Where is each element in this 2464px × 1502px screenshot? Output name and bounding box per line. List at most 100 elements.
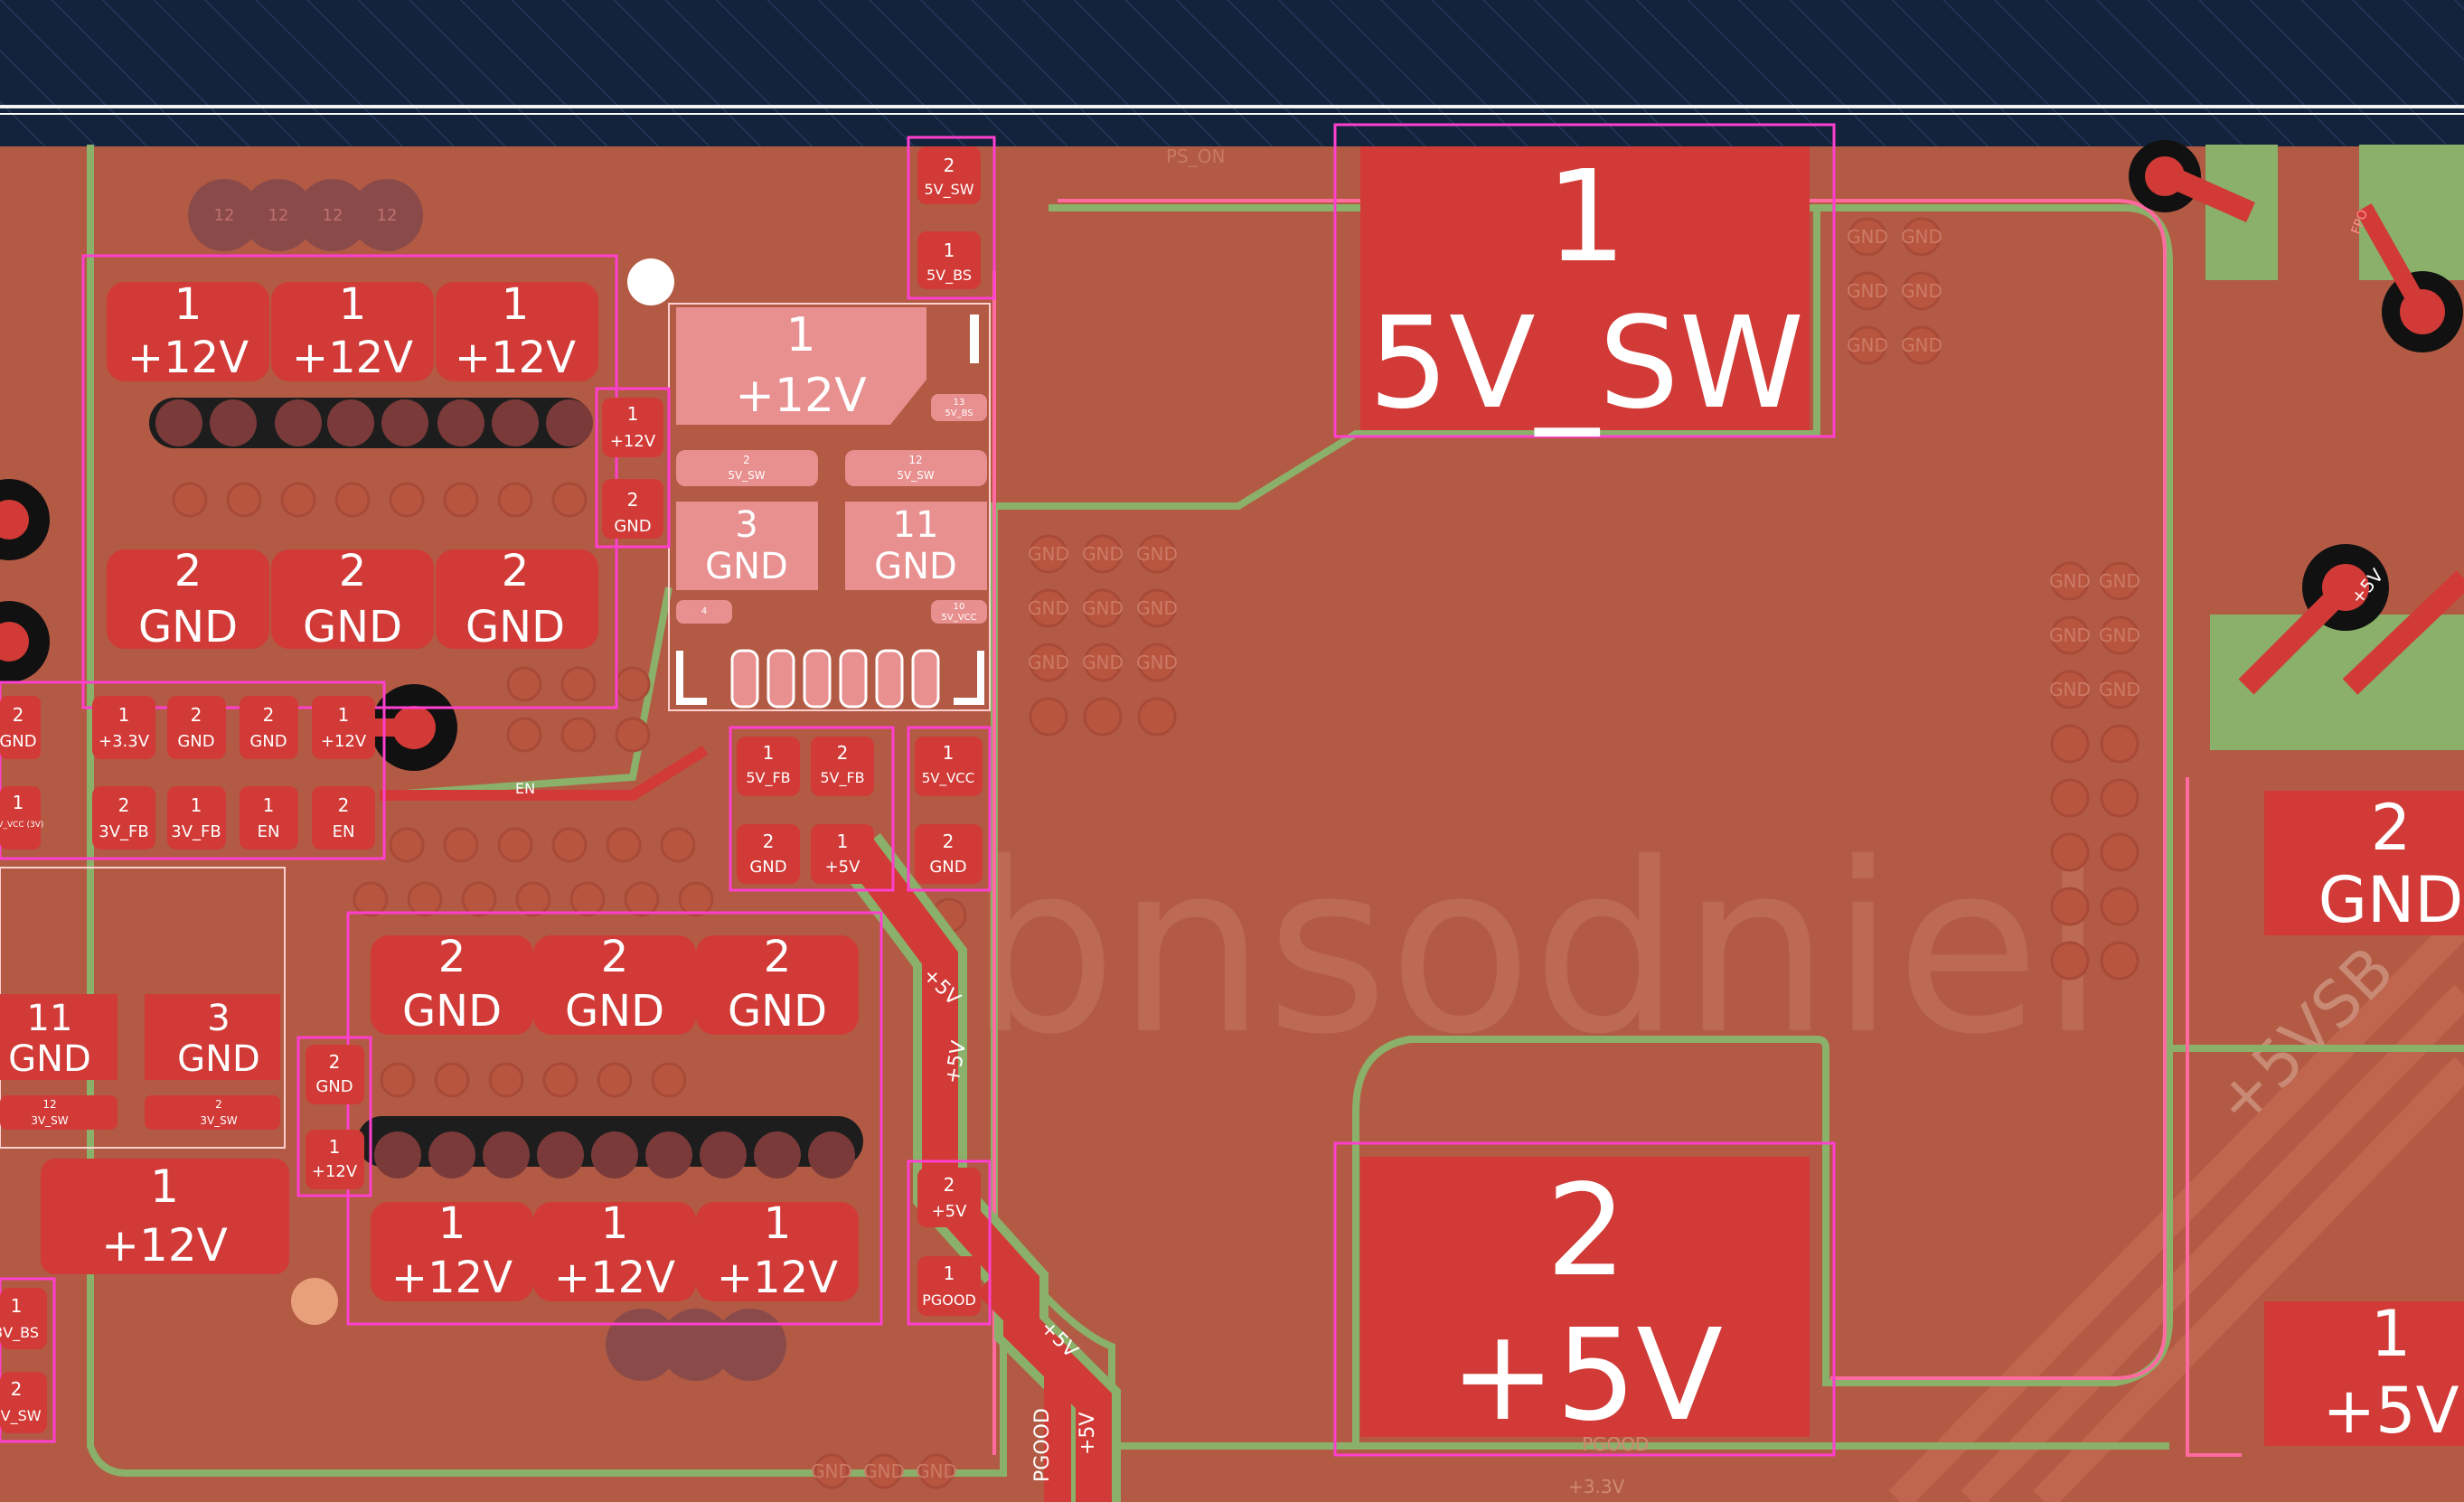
pad-bottom-12v-b[interactable]: 1 +12V	[533, 1198, 696, 1303]
svg-text:GND: GND	[1082, 597, 1124, 619]
pad-left-3vsw[interactable]: 2 3V_SW	[0, 1372, 47, 1433]
pad-vcc-1[interactable]: 1 5V_VCC	[915, 737, 983, 796]
pad-left-12-3vsw[interactable]: 12 3V_SW	[0, 1095, 118, 1130]
svg-text:11: 11	[893, 504, 939, 546]
pad-left-3vfb-1[interactable]: 1 3V_FB	[167, 786, 226, 850]
svg-text:1: 1	[339, 279, 367, 330]
gnd-via-grid	[172, 217, 2140, 1489]
pad-left-gnd-edge[interactable]: 2 GND	[0, 696, 41, 759]
svg-text:PS_ON: PS_ON	[1166, 146, 1225, 167]
svg-text:10: 10	[954, 602, 965, 612]
svg-text:+12V: +12V	[391, 1253, 513, 1303]
pad-row-bottom-gnd: 2 GND 2 GND 2 GND	[371, 932, 859, 1037]
svg-text:5V_BS: 5V_BS	[926, 267, 972, 285]
pad-bs-1[interactable]: 1 5V_BS	[917, 231, 981, 289]
svg-text:1: 1	[150, 1160, 179, 1213]
pad-mid-gnd-c[interactable]: 2 GND	[436, 546, 598, 652]
svg-text:GND: GND	[1082, 652, 1124, 673]
pad-left-en-1[interactable]: 1 EN	[240, 786, 298, 850]
pad-bottom-gnd-b[interactable]: 2 GND	[533, 932, 696, 1037]
pad-left-12v-big[interactable]: 1 +12V	[41, 1159, 289, 1274]
svg-text:GND: GND	[1847, 334, 1888, 356]
svg-text:GND: GND	[916, 1460, 957, 1482]
pad-left-3vbs[interactable]: 1 3V_BS	[0, 1288, 47, 1349]
svg-text:GND: GND	[1136, 597, 1178, 619]
svg-text:GND: GND	[303, 602, 402, 652]
svg-text:EN: EN	[515, 780, 535, 797]
svg-text:5V_BS: 5V_BS	[945, 408, 973, 418]
pad-bottom-gnd-c[interactable]: 2 GND	[696, 932, 859, 1037]
pad-mid-gnd-a[interactable]: 2 GND	[107, 546, 269, 652]
pad-row-top-12v: 1 +12V 1 +12V 1 +12V	[107, 279, 598, 383]
pad-left-vcc[interactable]: 1 3V_VCC (3V)	[0, 786, 43, 850]
pad-row-mid-gnd: 2 GND 2 GND 2 GND	[107, 546, 598, 652]
right-pad-plus5v[interactable]: 1 +5V	[2264, 1297, 2464, 1448]
right-pad-gnd[interactable]: 2 GND	[2264, 791, 2464, 937]
svg-text:2: 2	[329, 1051, 341, 1073]
pad-fb-5v[interactable]: 1 +5V	[811, 824, 874, 884]
pad-left-3vfb-2[interactable]: 2 3V_FB	[92, 786, 155, 850]
svg-text:1: 1	[191, 794, 202, 816]
pad-left-en-2[interactable]: 2 EN	[312, 786, 375, 850]
pad-left-2-3vsw[interactable]: 2 3V_SW	[145, 1095, 280, 1130]
pad-left-gnd-3[interactable]: 2 GND	[240, 696, 298, 759]
svg-text:GND: GND	[728, 986, 827, 1037]
svg-text:1: 1	[785, 308, 815, 362]
pad-left-3-gnd[interactable]: 3 GND	[145, 994, 280, 1080]
pad-vcc-gnd[interactable]: 2 GND	[915, 824, 983, 884]
pad-bottom-12v-a[interactable]: 1 +12V	[371, 1198, 533, 1303]
svg-text:3V_SW: 3V_SW	[0, 1407, 42, 1425]
svg-text:GND: GND	[1847, 226, 1888, 248]
svg-text:12: 12	[42, 1098, 56, 1111]
pad-left-3v3[interactable]: 1 +3.3V	[92, 696, 155, 759]
pad-fb-2[interactable]: 2 5V_FB	[811, 737, 874, 796]
svg-text:GND: GND	[614, 517, 651, 536]
pad-left-gnd-mid[interactable]: 2 GND 1 +12V	[296, 1036, 372, 1197]
big-pad-5v-sw[interactable]: 1 5V_SW	[1333, 123, 1836, 438]
pad-bs-2[interactable]: 2 5V_SW	[917, 146, 981, 204]
svg-text:12: 12	[908, 454, 922, 466]
pad-bottom-12v-c[interactable]: 1 +12V	[696, 1198, 859, 1303]
svg-text:GND: GND	[1136, 652, 1178, 673]
pad-fb-1[interactable]: 1 5V_FB	[737, 737, 800, 796]
pad-cap-gnd[interactable]: 2 GND	[602, 479, 663, 539]
pad-left-12v-small[interactable]: 1 +12V	[312, 696, 375, 759]
pad-top-12v-b[interactable]: 1 +12V	[271, 279, 434, 383]
pad-left-gnd-2[interactable]: 2 GND	[167, 696, 226, 759]
regulator-ic[interactable]: 1 +12V 2 5V_SW 12 5V_SW 3 GND 11 GND 13 …	[668, 303, 991, 711]
pad-top-12v-c[interactable]: 1 +12V	[436, 279, 598, 383]
pad-pg-5v[interactable]: 2 +5V	[917, 1168, 981, 1227]
pad-cap-12v[interactable]: 1 +12V	[602, 398, 663, 457]
svg-text:2: 2	[438, 932, 466, 982]
svg-text:1: 1	[2371, 1297, 2412, 1371]
svg-text:11: 11	[27, 998, 73, 1039]
pad-top-12v-a[interactable]: 1 +12V	[107, 279, 269, 383]
svg-text:1: 1	[943, 742, 955, 764]
svg-text:2: 2	[338, 794, 350, 816]
svg-text:1: 1	[329, 1136, 341, 1158]
svg-text:3: 3	[207, 998, 230, 1039]
svg-text:+12V: +12V	[127, 333, 249, 383]
right-via-region	[2210, 544, 2464, 750]
svg-text:2: 2	[944, 1174, 955, 1196]
pad-pg-pgood[interactable]: 1 PGOOD	[917, 1256, 981, 1316]
svg-text:2: 2	[1546, 1158, 1626, 1305]
pad-fb-gnd[interactable]: 2 GND	[737, 824, 800, 884]
svg-text:1: 1	[438, 1198, 466, 1249]
svg-text:5V_FB: 5V_FB	[820, 769, 864, 787]
svg-text:+5V: +5V	[932, 1202, 968, 1221]
svg-text:2: 2	[743, 454, 750, 466]
big-pad-plus5v[interactable]: 2 +5V	[1333, 1141, 1836, 1457]
svg-text:3V_SW: 3V_SW	[200, 1114, 237, 1127]
svg-text:GND: GND	[1901, 226, 1942, 248]
pad-mid-gnd-b[interactable]: 2 GND	[271, 546, 434, 652]
svg-text:12: 12	[377, 206, 398, 225]
svg-text:GND: GND	[1847, 280, 1888, 302]
svg-text:+12V: +12V	[312, 1162, 358, 1181]
svg-text:2: 2	[339, 546, 367, 596]
pad-bottom-gnd-a[interactable]: 2 GND	[371, 932, 533, 1037]
svg-text:GND: GND	[402, 986, 502, 1037]
pad-left-11-gnd[interactable]: 11 GND	[0, 994, 118, 1080]
